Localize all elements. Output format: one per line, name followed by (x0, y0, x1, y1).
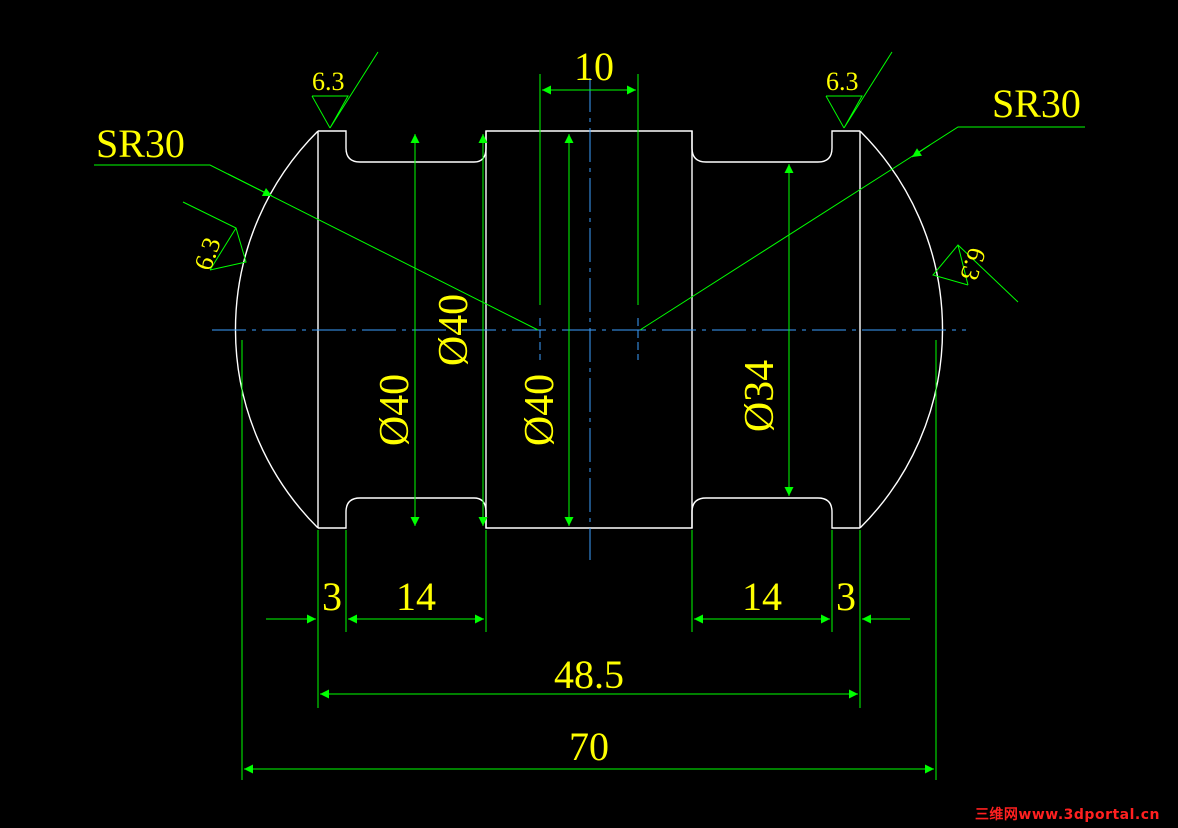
label-finish-top-right: 6.3 (826, 67, 859, 96)
label-top-width: 10 (574, 44, 614, 89)
finish-side-left-symbol (182, 201, 247, 271)
label-sr30-left: SR30 (96, 121, 185, 166)
label-dia-left-groove: Ø40 (372, 374, 418, 446)
leader-sr30-left (94, 164, 539, 331)
label-right-shoulder: 3 (836, 574, 856, 619)
dimension-lines (94, 51, 1085, 780)
label-inner-length: 48.5 (554, 652, 624, 697)
finish-side-right-symbol (932, 244, 1019, 303)
centerlines (212, 78, 966, 560)
label-dia-center: Ø40 (517, 374, 563, 446)
label-dia-right-groove: Ø34 (737, 360, 783, 432)
leader-sr30-right (639, 126, 1085, 331)
label-finish-top-left: 6.3 (312, 67, 345, 96)
top-profile (318, 130, 860, 163)
dimension-text: 10 SR30 SR30 6.3 6.3 6.3 6.3 Ø40 Ø40 Ø40… (96, 44, 1081, 769)
label-right-groove: 14 (742, 574, 782, 619)
finish-top-left-symbol (312, 51, 379, 129)
label-dia-center-left: Ø40 (431, 294, 477, 366)
label-left-shoulder: 3 (322, 574, 342, 619)
label-overall-length: 70 (569, 724, 609, 769)
bottom-profile (318, 497, 860, 529)
label-sr30-right: SR30 (992, 81, 1081, 126)
watermark-text: 三维网www.3dportal.cn (974, 807, 1160, 823)
finish-top-right-symbol (826, 51, 893, 129)
label-left-groove: 14 (396, 574, 436, 619)
label-finish-side-right: 6.3 (954, 244, 992, 284)
